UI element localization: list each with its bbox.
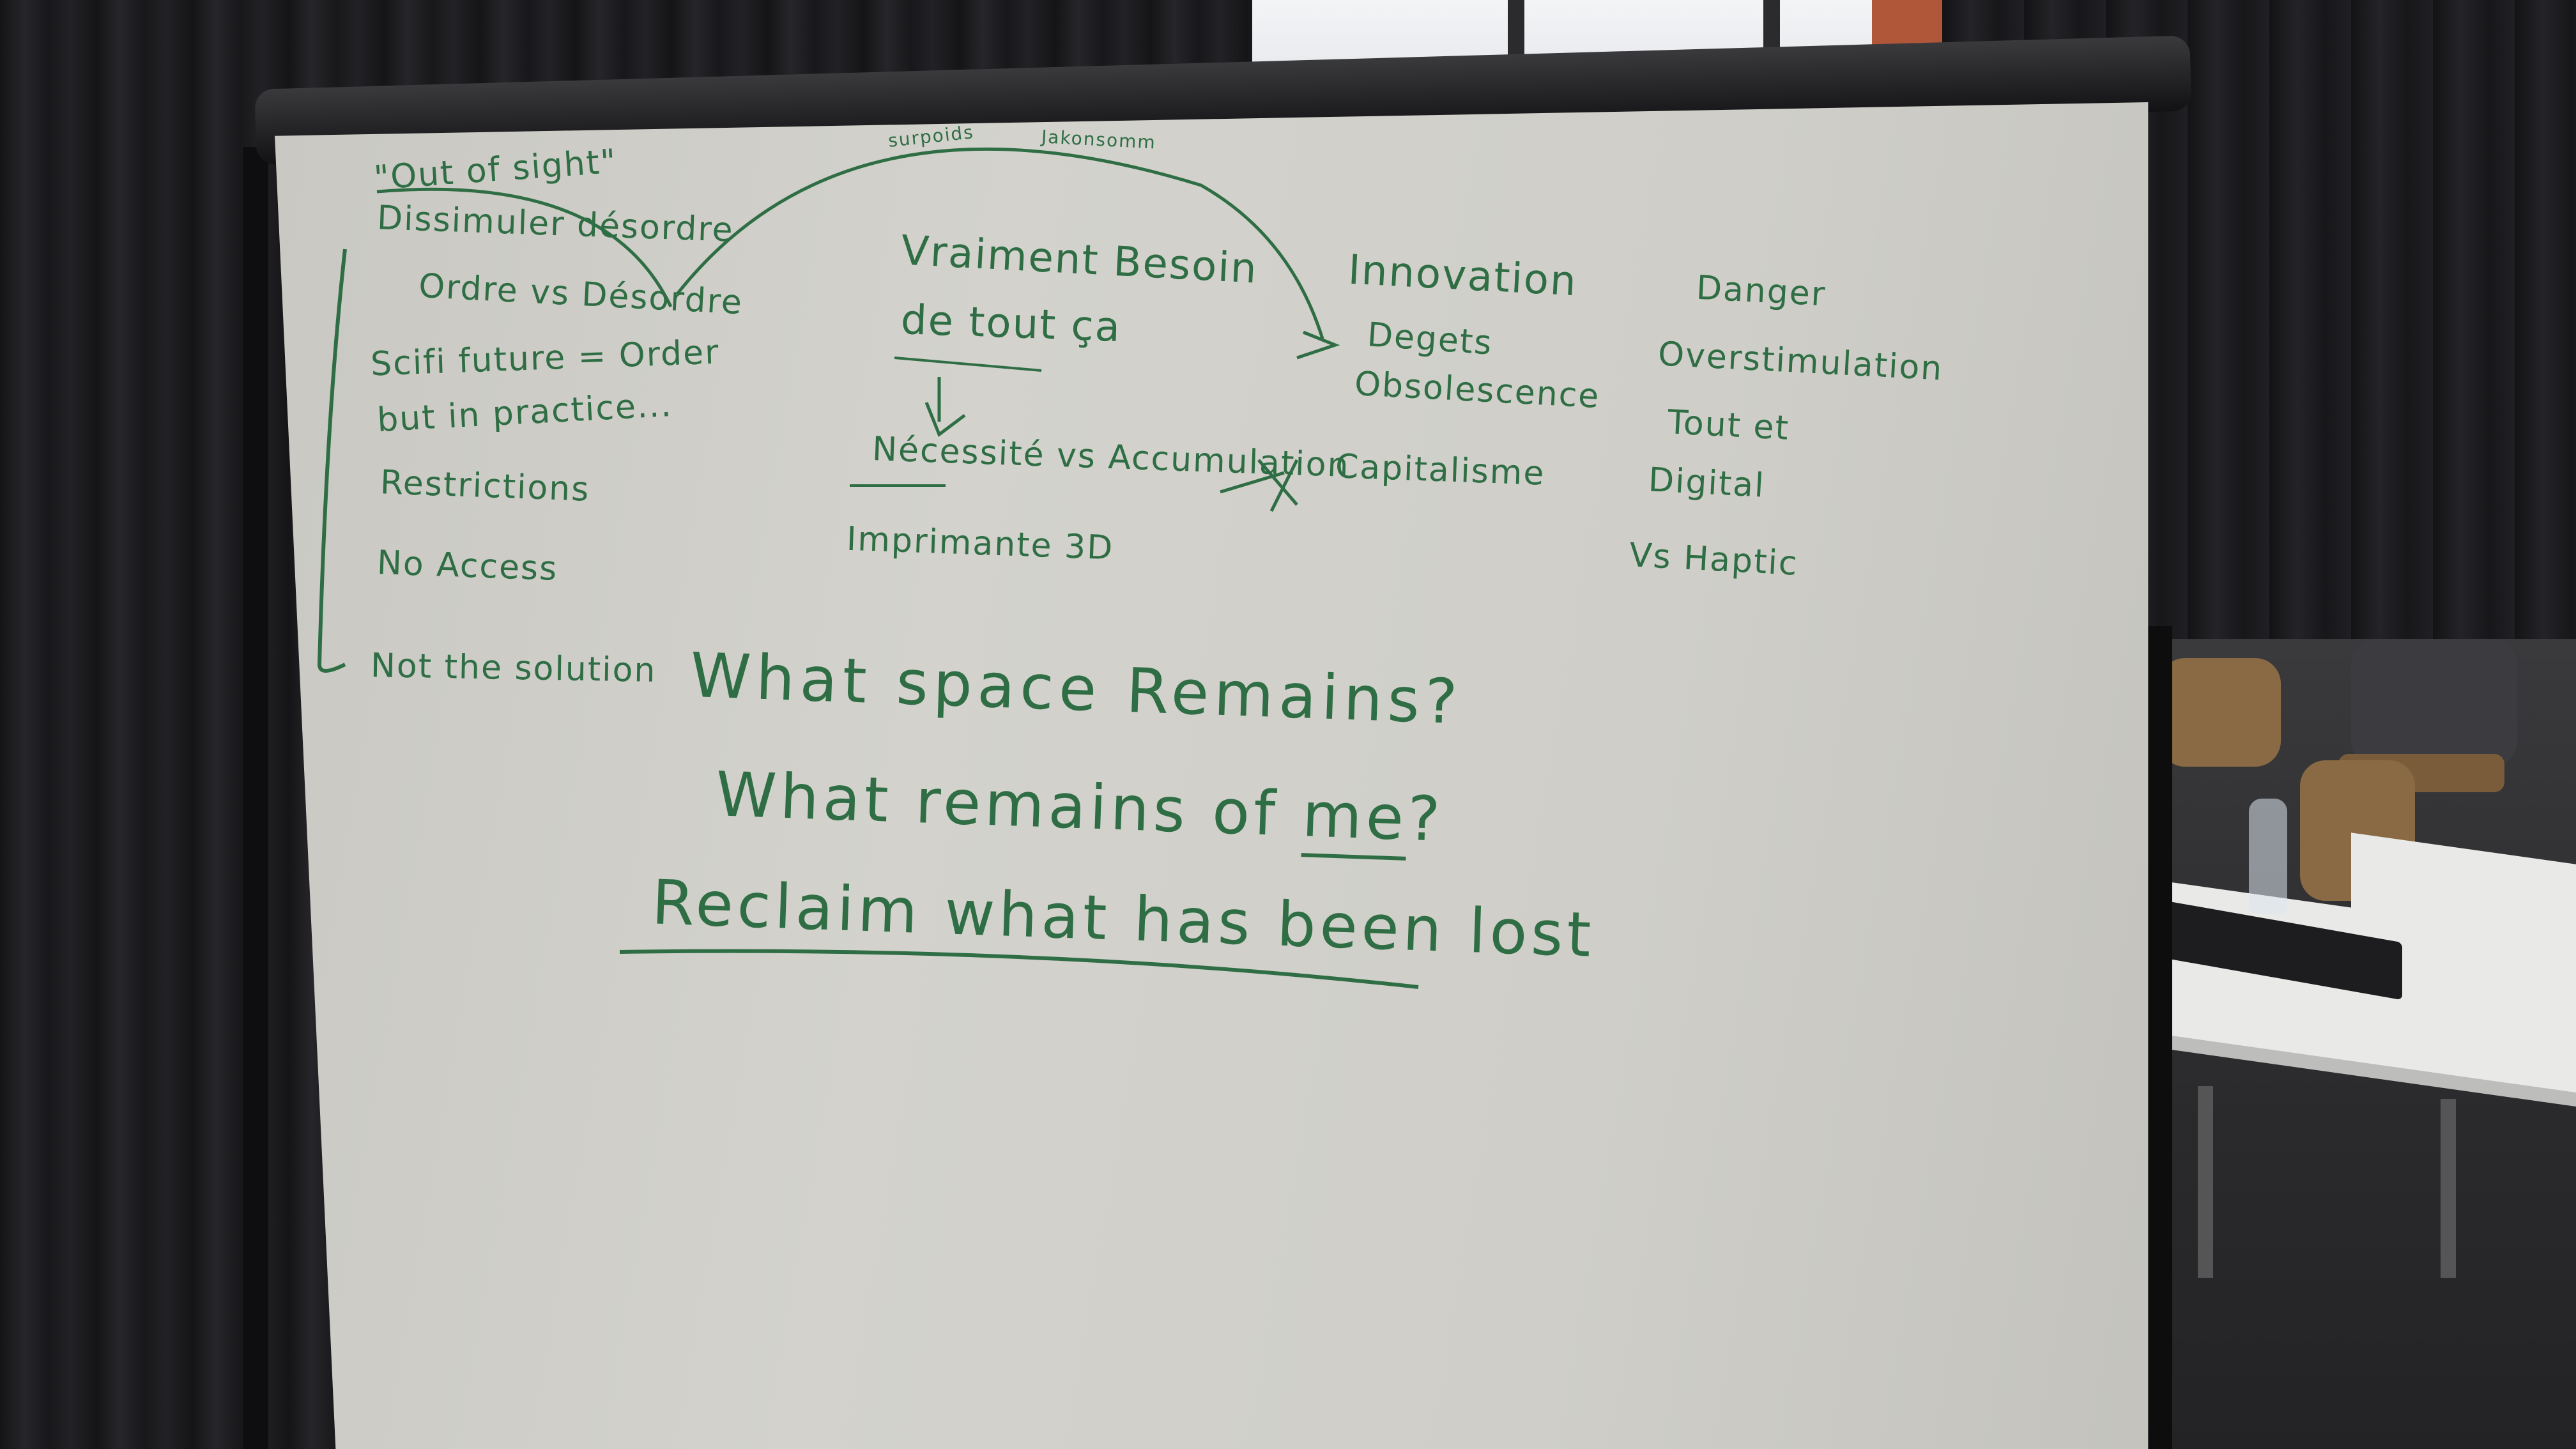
table-leg bbox=[2441, 1099, 2456, 1278]
left-item-restrictions: Restrictions bbox=[379, 463, 591, 509]
center-imprimante-line: Imprimante 3D bbox=[846, 519, 1115, 568]
left-bracket-line bbox=[317, 249, 347, 673]
question-remains-suffix: ? bbox=[1406, 782, 1445, 855]
innovation-item-2: Degets bbox=[1366, 316, 1494, 363]
classroom-background bbox=[2108, 639, 2576, 1449]
top-arc-arrow bbox=[676, 147, 1324, 339]
flipchart-paper: "Out of sight" Dissimuler désordre Ordre… bbox=[275, 102, 2149, 1449]
left-item-no-access: No Access bbox=[376, 544, 559, 588]
center-heading-underline bbox=[894, 356, 1042, 372]
innovation-item-4: Capitalisme bbox=[1335, 447, 1546, 493]
danger-item-4: Digital bbox=[1647, 461, 1767, 505]
danger-item-3: Tout et bbox=[1666, 403, 1791, 448]
innovation-item-1: Innovation bbox=[1347, 246, 1579, 306]
left-bracket-top bbox=[376, 187, 673, 308]
chair-back bbox=[2159, 658, 2281, 767]
easel-stand bbox=[243, 147, 268, 1449]
reclaim-underline bbox=[619, 949, 1419, 989]
left-item-not-solution: Not the solution bbox=[370, 647, 657, 690]
danger-item-1: Danger bbox=[1695, 268, 1827, 314]
arc-arrowhead bbox=[1296, 330, 1340, 360]
spray-bottle bbox=[2249, 799, 2287, 914]
chair-back bbox=[2351, 639, 2517, 767]
danger-item-5: Vs Haptic bbox=[1628, 536, 1799, 583]
table-leg bbox=[2198, 1086, 2213, 1278]
flipchart-strokes bbox=[317, 147, 1419, 989]
down-arrow bbox=[924, 377, 966, 437]
center-heading-line2: de tout ça bbox=[900, 296, 1123, 351]
question-me-emphasis: me bbox=[1301, 779, 1409, 861]
capitalism-arrow-cross bbox=[1220, 459, 1299, 512]
